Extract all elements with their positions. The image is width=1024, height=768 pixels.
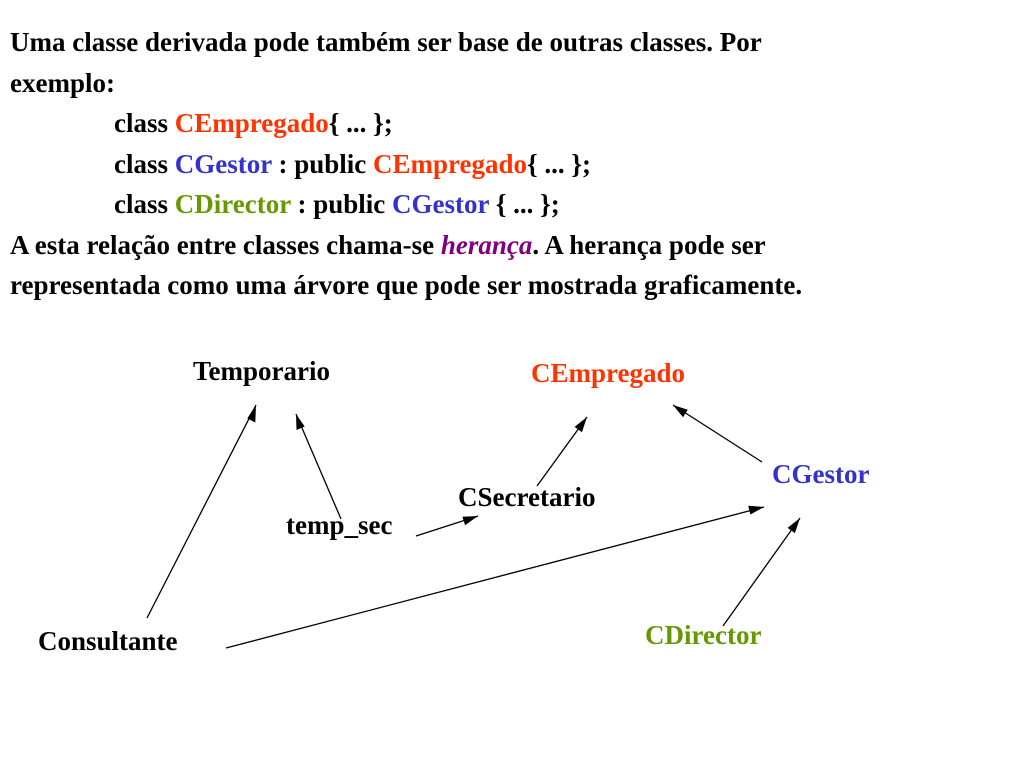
heranca-post: . A herança pode ser [532,229,766,260]
intro-line-2: exemplo: [10,63,1020,104]
code-line-cempregado: class CEmpregado{ ... }; [10,103,1020,144]
code-keyword: class [114,189,175,219]
code-keyword: class [114,108,175,138]
heranca-pre: A esta relação entre classes chama-se [10,229,441,260]
code-body: { ... }; [328,108,393,138]
edge-consultante-cgestor [225,506,765,649]
node-temp-sec: temp_sec [286,510,393,540]
code-line-cdirector: class CDirector : public CGestor { ... }… [10,184,1020,225]
intro-text-2: exemplo: [10,67,115,98]
intro-text-1: Uma classe derivada pode também ser base… [10,27,762,57]
code-base-cempregado: CEmpregado [373,148,528,179]
arrowhead-cempregado-1 [574,417,587,433]
node-consultante: Consultante [38,626,178,656]
arrowhead-cgestor-1 [748,505,764,515]
node-cdirector: CDirector [645,620,762,650]
arrowhead-cgestor-2 [787,518,800,534]
code-body: { ... }; [488,189,560,219]
node-cgestor: CGestor [772,459,870,489]
code-class-cempregado: CEmpregado [174,108,329,138]
code-line-cgestor: class CGestor : public CEmpregado{ ... }… [10,144,1020,185]
edge-cgestor-cempregado [672,404,763,463]
edge-tempsec-temporario [295,413,342,520]
arrowhead-temporario-2 [296,414,305,430]
edge-cdirector-cgestor [722,517,801,627]
code-class-cgestor: CGestor [174,148,272,179]
node-temporario: Temporario [193,356,330,386]
slide-text: Uma classe derivada pode também ser base… [10,22,1020,306]
edge-consultante-temporario [146,404,257,619]
code-body: { ... }; [527,148,592,179]
heranca-line-1: A esta relação entre classes chama-se he… [10,225,1020,266]
heranca-text-2: representada como uma árvore que pode se… [10,270,803,300]
arrowhead-cempregado-2 [673,405,688,418]
code-keyword: class [114,148,175,179]
intro-line-1: Uma classe derivada pode também ser base… [10,22,1020,63]
node-cempregado: CEmpregado [531,358,686,388]
arrowhead-csecretario [462,516,478,526]
heranca-line-2: representada como uma árvore que pode se… [10,265,1020,306]
code-base-cgestor: CGestor [391,189,489,219]
code-inherit: : public [290,189,392,219]
heranca-term: herança [440,229,533,260]
arrowhead-temporario-1 [247,405,256,423]
code-class-cdirector: CDirector [174,189,291,219]
code-inherit: : public [271,148,374,179]
node-csecretario: CSecretario [458,482,596,512]
